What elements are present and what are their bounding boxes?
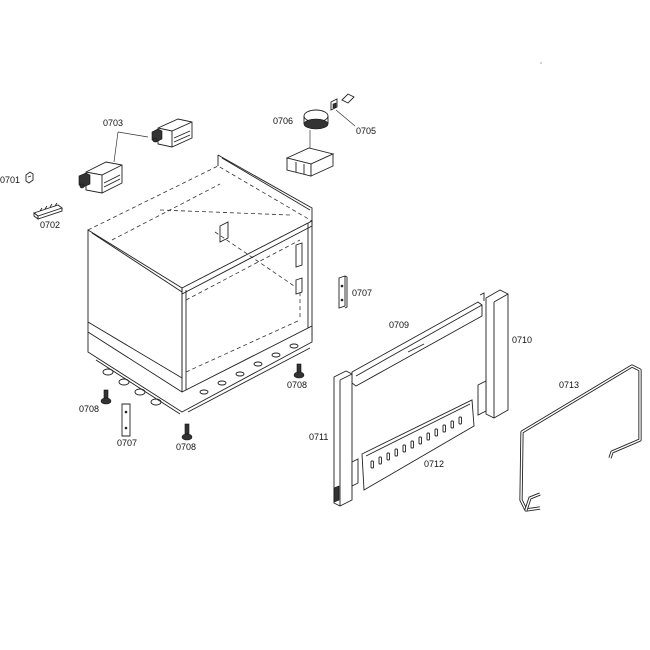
cabinet-body: [87, 154, 313, 415]
bottom-slots: [102, 343, 299, 406]
part-0708-left: 0708: [79, 389, 112, 414]
part-0713: 0713: [519, 364, 642, 512]
label-0712: 0711: [309, 432, 328, 442]
vent-slots: [370, 416, 462, 469]
label-0707-front: 0707: [117, 438, 137, 448]
label-0710: 0710: [512, 335, 532, 345]
label-0708-right: 0708: [287, 380, 307, 390]
stray-dot: [540, 62, 542, 64]
part-0711: 0712: [361, 399, 475, 491]
label-0707-right: 0707: [352, 288, 372, 298]
label-0701: 0701: [0, 175, 20, 185]
motor-upper: [151, 118, 193, 148]
part-0708-right: 0708: [287, 363, 307, 390]
part-0709: 0709: [351, 301, 483, 387]
part-0702: 0702: [33, 202, 63, 230]
part-0708-front: 0708: [176, 423, 196, 452]
part-0701: 0701: [0, 171, 34, 185]
label-0703: 0703: [103, 118, 123, 128]
label-0705: 0705: [356, 126, 376, 136]
label-0713: 0713: [559, 380, 579, 390]
label-0706: 0706: [273, 116, 293, 126]
part-0710: 0710: [477, 289, 532, 419]
part-0712: 0711: [309, 370, 359, 507]
label-0708-left: 0708: [79, 404, 99, 414]
label-0709: 0709: [389, 320, 409, 330]
part-0706: 0706: [273, 109, 335, 177]
part-0705: 0705: [330, 93, 376, 136]
label-0708-front: 0708: [176, 442, 196, 452]
label-0711: 0712: [424, 459, 444, 469]
part-0703: 0703: [78, 118, 193, 194]
motor-lower: [78, 161, 123, 194]
label-0702: 0702: [40, 220, 60, 230]
part-0707-right: 0707: [338, 275, 372, 309]
part-0707-front: 0707: [117, 403, 137, 448]
